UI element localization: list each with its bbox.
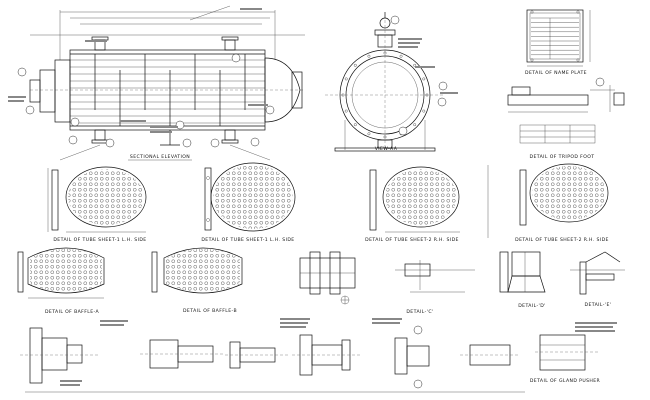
bolt-hole	[399, 54, 403, 58]
baffle-a-detail: DETAIL OF BAFFLE-A	[17, 247, 105, 315]
tube-sheet-1-lhs: DETAIL OF TUBE SHEET-1 L.H. SIDE	[201, 162, 296, 243]
bolt-hole	[422, 109, 426, 113]
bolt-hole	[367, 132, 371, 136]
sectional-elevation-view: SECTIONAL ELEVATION	[8, 5, 305, 161]
detail-c: DETAIL-'C'	[299, 251, 475, 315]
tube-sheet-2-rh-title: DETAIL OF TUBE SHEET-2 R.H. SIDE	[365, 237, 459, 243]
gland-pusher-detail: DETAIL OF GLAND PUSHER	[530, 322, 617, 384]
bolt-hole	[413, 123, 417, 127]
baffle-b-title: DETAIL OF BAFFLE-B	[183, 308, 237, 314]
bolt-hole	[422, 77, 426, 81]
detail-d-title: DETAIL-'D'	[518, 303, 546, 309]
tube-sheet-1-lh-title: DETAIL OF TUBE SHEET-1 L.H. SIDE	[53, 237, 146, 243]
view-aa: VIEW-AA	[325, 12, 458, 152]
bolt-hole	[344, 109, 348, 113]
view-aa-title: VIEW-AA	[375, 146, 398, 152]
detail-d: DETAIL-'D'	[499, 251, 546, 309]
tube-sheet-1-lhs-title: DETAIL OF TUBE SHEET-1 L.H. SIDE	[201, 237, 294, 243]
tube-sheet-2-rh: DETAIL OF TUBE SHEET-2 R.H. SIDE	[365, 166, 460, 243]
gland-pusher-title: DETAIL OF GLAND PUSHER	[530, 378, 601, 384]
detail-c-title: DETAIL-'C'	[406, 309, 433, 315]
tube-sheet-2-rhs: DETAIL OF TUBE SHEET-2 R.H. SIDE	[487, 163, 609, 243]
bolt-hole	[367, 54, 371, 58]
name-plate-detail: DETAIL OF NAME PLATE	[525, 9, 591, 76]
name-plate-title: DETAIL OF NAME PLATE	[525, 70, 587, 76]
tube-sheet-1-lh: DETAIL OF TUBE SHEET-1 L.H. SIDE	[47, 166, 147, 243]
bolt-hole	[353, 63, 357, 67]
bottom-nozzle-details	[20, 318, 525, 393]
detail-e-title: DETAIL-'E'	[585, 302, 612, 308]
tripod-foot-detail: DETAIL OF TRIPOD FOOT	[507, 77, 625, 160]
tripod-foot-title: DETAIL OF TRIPOD FOOT	[530, 154, 595, 160]
baffle-a-title: DETAIL OF BAFFLE-A	[45, 309, 100, 315]
bolt-hole	[353, 123, 357, 127]
detail-e: DETAIL-'E'	[570, 251, 625, 308]
tube-sheet-2-rhs-title: DETAIL OF TUBE SHEET-2 R.H. SIDE	[515, 237, 609, 243]
bolt-hole	[413, 63, 417, 67]
bolt-hole	[344, 77, 348, 81]
sectional-elevation-title: SECTIONAL ELEVATION	[130, 154, 190, 160]
baffle-b-detail: DETAIL OF BAFFLE-B	[151, 247, 243, 314]
